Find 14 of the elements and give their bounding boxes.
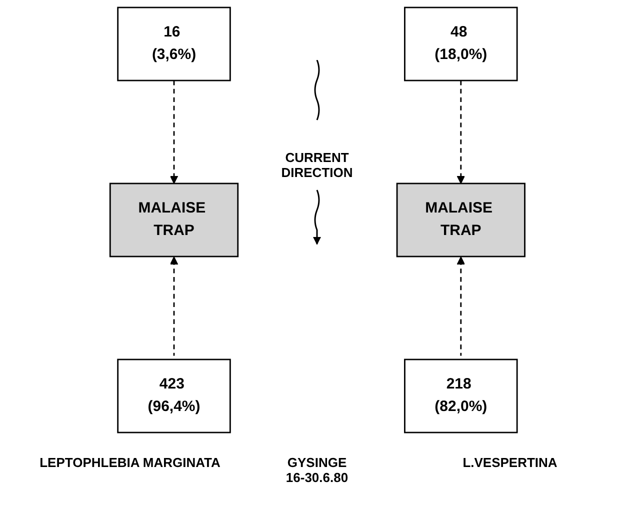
arrow bbox=[456, 256, 466, 356]
node-box: 218 (82,0%) bbox=[404, 358, 518, 434]
species-label: L.VESPERTINA bbox=[462, 455, 558, 470]
node-box: 16 (3,6%) bbox=[117, 6, 231, 82]
species-label: LEPTOPHLEBIA MARGINATA bbox=[38, 455, 222, 470]
arrow bbox=[170, 80, 178, 184]
arrow bbox=[170, 256, 178, 356]
arrow bbox=[456, 80, 466, 184]
node-box: MALAISE TRAP bbox=[396, 182, 526, 258]
direction-label: CURRENT DIRECTION bbox=[280, 150, 354, 180]
node-box: MALAISE TRAP bbox=[109, 182, 239, 258]
node-box: 48 (18,0%) bbox=[404, 6, 518, 82]
node-box: 423 (96,4%) bbox=[117, 358, 231, 434]
site-date-label: GYSINGE 16-30.6.80 bbox=[284, 455, 350, 485]
